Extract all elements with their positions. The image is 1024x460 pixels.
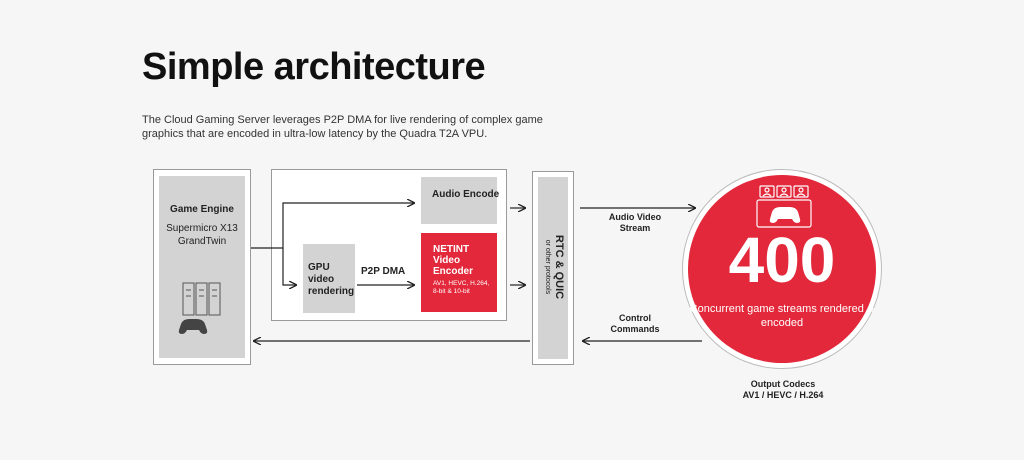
- rtc-box: [538, 177, 568, 359]
- audio-encode-box: [421, 177, 497, 224]
- netint-encoder-codecs: AV1, HEVC, H.264, 8-bit & 10-bit: [433, 280, 490, 295]
- p2p-dma-label: P2P DMA: [361, 266, 406, 277]
- output-codecs: Output Codecs AV1 / HEVC / H.264: [713, 379, 853, 401]
- engine-to-audio-arrow: [251, 203, 414, 249]
- streams-circle: [688, 175, 876, 363]
- engine-to-gpu-arrow: [282, 248, 296, 285]
- controller-icon: [769, 207, 801, 223]
- gpu-rendering-label: GPU video rendering: [308, 262, 355, 297]
- control-commands-label: Control Commands: [610, 313, 660, 334]
- server-icon: [182, 282, 221, 316]
- streams-caption: Concurrent game streams rendered & encod…: [689, 303, 875, 329]
- audio-encode-label: Audio Encode: [432, 189, 500, 200]
- players-icon: [756, 185, 812, 228]
- game-engine-subtitle: Supermicro X13 GrandTwin: [166, 223, 238, 247]
- gamepad-icon: [178, 319, 208, 334]
- gpu-rendering-box: [303, 244, 355, 313]
- netint-encoder-title: NETINT Video Encoder: [433, 244, 474, 277]
- page-title: Simple architecture: [142, 46, 486, 88]
- streams-count: 400: [728, 224, 836, 296]
- game-engine-title: Game Engine: [170, 204, 234, 215]
- output-codecs-label: Output Codecs: [750, 379, 816, 389]
- audio-video-stream-label: Audio Video Stream: [608, 212, 662, 233]
- netint-encoder-box: [421, 233, 497, 312]
- output-codecs-list: AV1 / HEVC / H.264: [742, 390, 824, 400]
- page-subtitle: The Cloud Gaming Server leverages P2P DM…: [142, 114, 543, 140]
